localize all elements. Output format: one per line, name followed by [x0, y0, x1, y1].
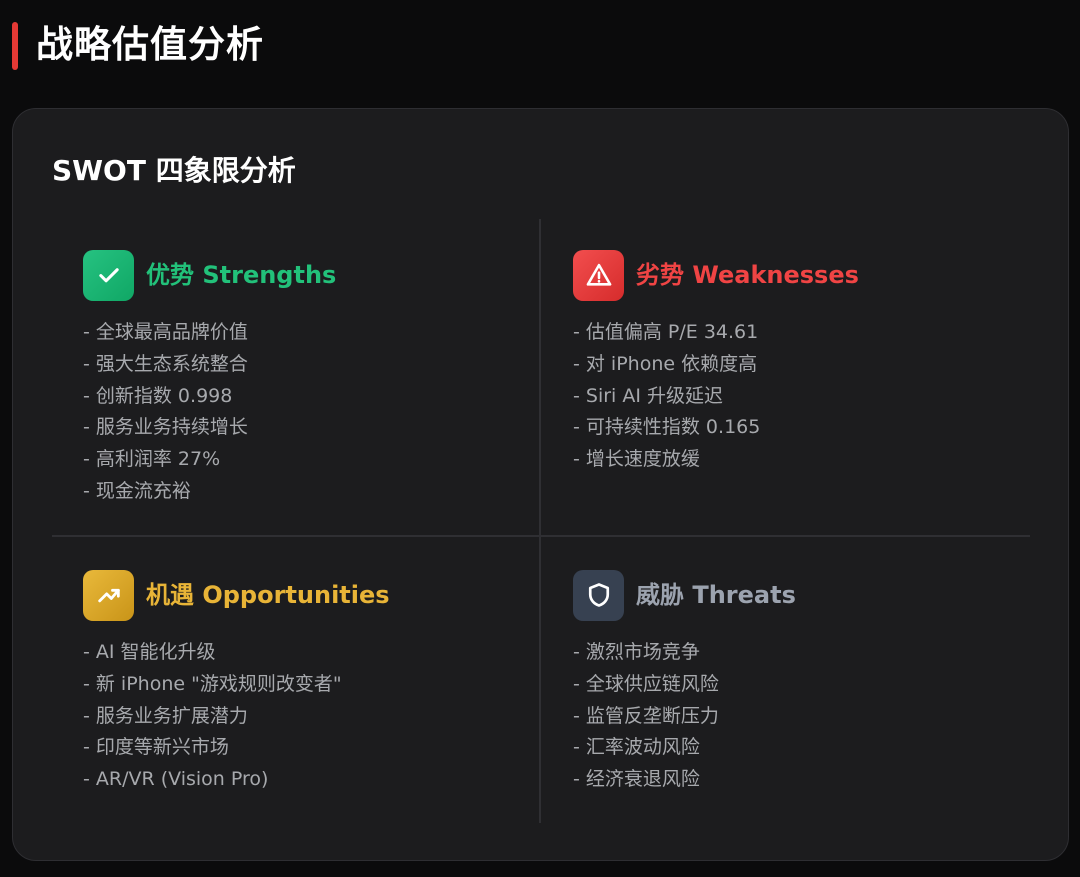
quadrant-list: - AI 智能化升级 - 新 iPhone "游戏规则改变者" - 服务业务扩展… [83, 637, 342, 796]
quadrant-list: - 全球最高品牌价值 - 强大生态系统整合 - 创新指数 0.998 - 服务业… [83, 317, 248, 508]
quadrant-title: 优势 Strengths [146, 261, 337, 289]
horizontal-divider [52, 535, 1030, 537]
quadrant-title: 机遇 Opportunities [146, 581, 390, 609]
list-item: - 激烈市场竞争 [573, 641, 700, 663]
list-item: - 创新指数 0.998 [83, 384, 233, 407]
quadrant-title: 威胁 Threats [636, 581, 796, 609]
header-accent-bar [12, 22, 18, 70]
list-item: - 增长速度放缓 [573, 448, 700, 471]
list-item: - 服务业务持续增长 [83, 416, 248, 439]
quadrant-list: - 估值偏高 P/E 34.61 - 对 iPhone 依赖度高 - Siri … [573, 317, 760, 476]
quadrant-header: 劣势 Weaknesses [573, 249, 859, 301]
quadrant-header: 机遇 Opportunities [83, 569, 390, 621]
list-item: - 强大生态系统整合 [83, 352, 248, 375]
check-icon [83, 249, 134, 301]
list-item: - 现金流充裕 [83, 479, 191, 502]
quadrant-header: 优势 Strengths [83, 249, 336, 301]
list-item: - 汇率波动风险 [573, 736, 700, 759]
list-item: - 监管反垄断压力 [573, 704, 719, 727]
swot-title: SWOT 四象限分析 [52, 154, 296, 187]
warning-icon [573, 249, 624, 301]
quadrant-header: 威胁 Threats [573, 569, 796, 621]
quadrant-list: - 激烈市场竞争 - 全球供应链风险 - 监管反垄断压力 - 汇率波动风险 - … [573, 637, 719, 796]
list-item: - AR/VR (Vision Pro) [83, 768, 269, 791]
trend-up-icon [83, 569, 134, 621]
vertical-divider [539, 219, 541, 823]
shield-icon [573, 569, 624, 621]
swot-panel: SWOT 四象限分析 优势 Strengths - 全球最高品牌价值 - 强大生… [12, 108, 1069, 861]
list-item: - 对 iPhone 依赖度高 [573, 352, 758, 375]
list-item: - 经济衰退风险 [573, 768, 700, 791]
list-item: - Siri AI 升级延迟 [573, 384, 724, 407]
list-item: - 服务业务扩展潜力 [83, 704, 248, 727]
list-item: - 高利润率 27% [83, 448, 221, 471]
list-item: - 新 iPhone "游戏规则改变者" [83, 672, 342, 695]
list-item: - 全球供应链风险 [573, 672, 719, 695]
page-header: 战略估值分析 [0, 0, 1080, 90]
list-item: - AI 智能化升级 [83, 641, 216, 663]
list-item: - 印度等新兴市场 [83, 736, 229, 759]
list-item: - 估值偏高 P/E 34.61 [573, 321, 759, 343]
page-title: 战略估值分析 [36, 23, 264, 66]
quadrant-title: 劣势 Weaknesses [636, 261, 859, 289]
list-item: - 可持续性指数 0.165 [573, 416, 761, 439]
list-item: - 全球最高品牌价值 [83, 321, 248, 343]
